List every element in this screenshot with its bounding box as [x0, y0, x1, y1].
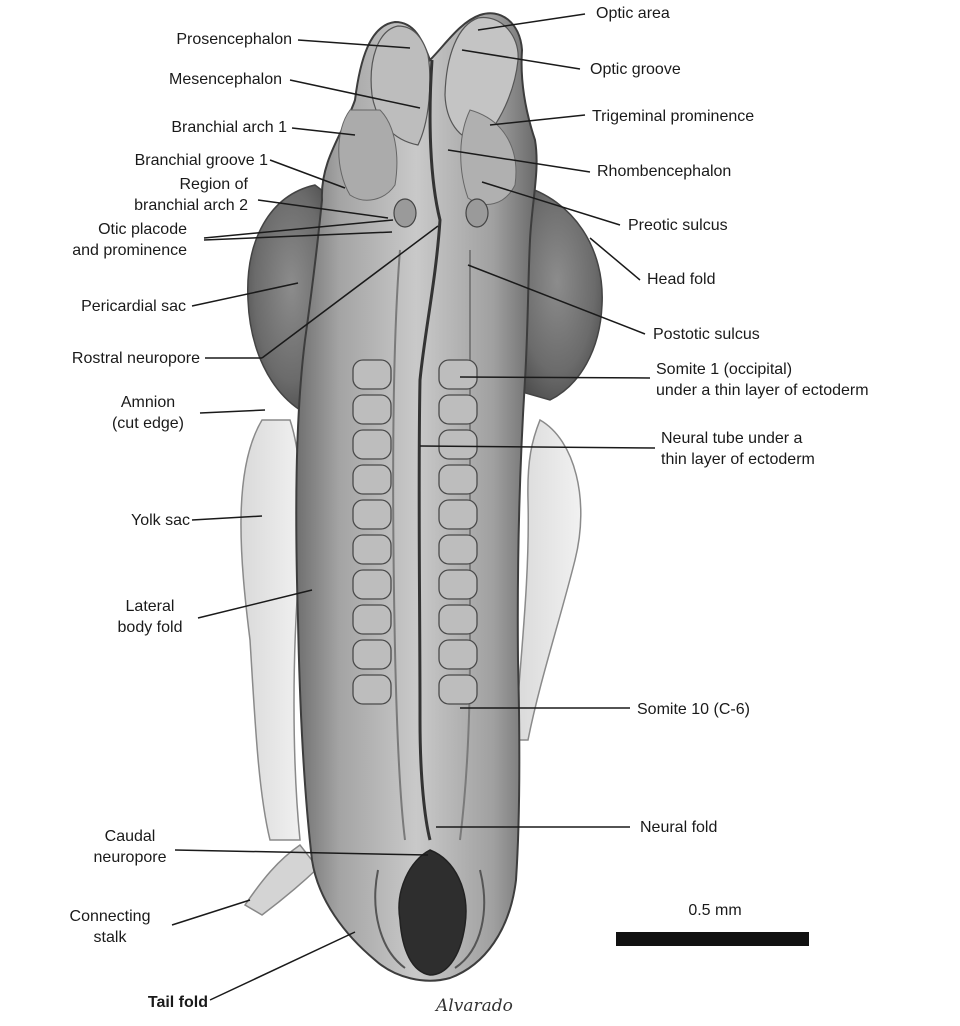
leader-head-fold	[589, 237, 641, 281]
leader-optic-area	[477, 13, 586, 31]
yolk-sac-left	[240, 419, 303, 841]
label-mesencephalon: Mesencephalon	[169, 71, 282, 88]
label-pericardial-sac: Pericardial sac	[81, 298, 186, 315]
somite-left-4	[352, 464, 392, 495]
label-yolk-sac: Yolk sac	[131, 512, 190, 529]
label-tail-fold: Tail fold	[147, 994, 208, 1011]
somite-right-5	[438, 499, 478, 530]
label-optic-area: Optic area	[596, 5, 670, 22]
label-preotic-sulcus: Preotic sulcus	[628, 217, 728, 234]
somite-right-1	[438, 359, 478, 390]
label-otic-placode: Otic placode and prominence	[72, 221, 187, 259]
label-lateral-body-fold: Lateral body fold	[117, 598, 183, 636]
label-rostral-neuropore: Rostral neuropore	[71, 350, 200, 367]
label-prosencephalon: Prosencephalon	[176, 31, 292, 48]
somite-right-8	[438, 604, 478, 635]
leader-tail-fold	[209, 931, 356, 1001]
somite-left-8	[352, 604, 392, 635]
leader-somite-1	[459, 376, 651, 379]
somite-left-7	[352, 569, 392, 600]
leader-branchial-groove-1	[269, 159, 346, 189]
neural-fold-left	[374, 869, 406, 969]
leader-prosencephalon	[297, 39, 411, 49]
otic-placode-left	[393, 198, 417, 228]
scale-bar	[616, 932, 809, 946]
label-rhombencephalon: Rhombencephalon	[597, 163, 732, 180]
leader-optic-groove	[461, 49, 581, 70]
label-neural-fold: Neural fold	[640, 819, 718, 836]
somite-right-7	[438, 569, 478, 600]
somite-left-2	[352, 394, 392, 425]
somite-right-2	[438, 394, 478, 425]
somite-left-1	[352, 359, 392, 390]
leader-yolk-sac	[191, 515, 263, 521]
label-connecting-stalk: Connecting stalk	[69, 908, 151, 946]
caudal-neuropore-opening	[398, 849, 467, 976]
somite-columns	[352, 359, 478, 705]
leader-pericardial	[191, 282, 299, 307]
connecting-stalk-shape	[243, 843, 320, 916]
somite-left-10	[352, 674, 392, 705]
label-trigeminal-prominence: Trigeminal prominence	[592, 108, 755, 125]
label-optic-groove: Optic groove	[590, 61, 681, 78]
somite-left-9	[352, 639, 392, 670]
leader-preotic	[481, 181, 621, 226]
somite-right-4	[438, 464, 478, 495]
label-somite-10: Somite 10 (C-6)	[637, 701, 750, 718]
label-head-fold: Head fold	[647, 271, 716, 288]
prosencephalon-lobe	[370, 25, 431, 146]
somite-left-3	[352, 429, 392, 460]
leader-region-arch-2	[257, 199, 389, 219]
leader-postotic	[467, 264, 646, 335]
neural-groove	[417, 59, 442, 841]
leader-otic-placode-a	[203, 219, 394, 239]
leader-trigeminal	[489, 114, 586, 126]
leader-caudal-neuropore	[174, 849, 429, 856]
leader-connecting-stalk	[171, 899, 251, 926]
leader-amnion	[199, 409, 266, 414]
artist-signature: Alvarado	[436, 996, 513, 1016]
neural-fold-right	[454, 869, 486, 969]
label-amnion: Amnion (cut edge)	[111, 394, 185, 432]
label-somite-1: Somite 1 (occipital) under a thin layer …	[656, 361, 869, 399]
leader-rostral-neuropore-b	[261, 225, 439, 359]
leader-otic-placode-b	[203, 231, 393, 241]
label-neural-tube: Neural tube under a thin layer of ectode…	[661, 430, 815, 468]
somite-left-6	[352, 534, 392, 565]
label-region-branchial-arch-2: Region of branchial arch 2	[134, 176, 248, 214]
scale-bar-label: 0.5 mm	[688, 902, 742, 919]
leader-neural-tube	[419, 445, 656, 449]
somite-right-10	[438, 674, 478, 705]
leader-mesencephalon	[289, 79, 421, 109]
leader-branchial-arch-1	[291, 127, 356, 136]
otic-placode-right	[465, 198, 489, 228]
mesencephalon-bulge	[338, 109, 398, 201]
yolk-sac-right	[514, 418, 582, 741]
label-caudal-neuropore: Caudal neuropore	[93, 828, 167, 866]
label-branchial-arch-1: Branchial arch 1	[171, 119, 287, 136]
label-branchial-groove-1: Branchial groove 1	[134, 152, 268, 169]
label-postotic-sulcus: Postotic sulcus	[653, 326, 760, 343]
leader-lines	[171, 13, 656, 1001]
somite-left-5	[352, 499, 392, 530]
somite-right-3	[438, 429, 478, 460]
embryo-body	[295, 12, 538, 982]
somite-right-9	[438, 639, 478, 670]
leader-lateral-body-fold	[197, 589, 313, 619]
leader-rhombencephalon	[447, 149, 591, 173]
somite-right-6	[438, 534, 478, 565]
